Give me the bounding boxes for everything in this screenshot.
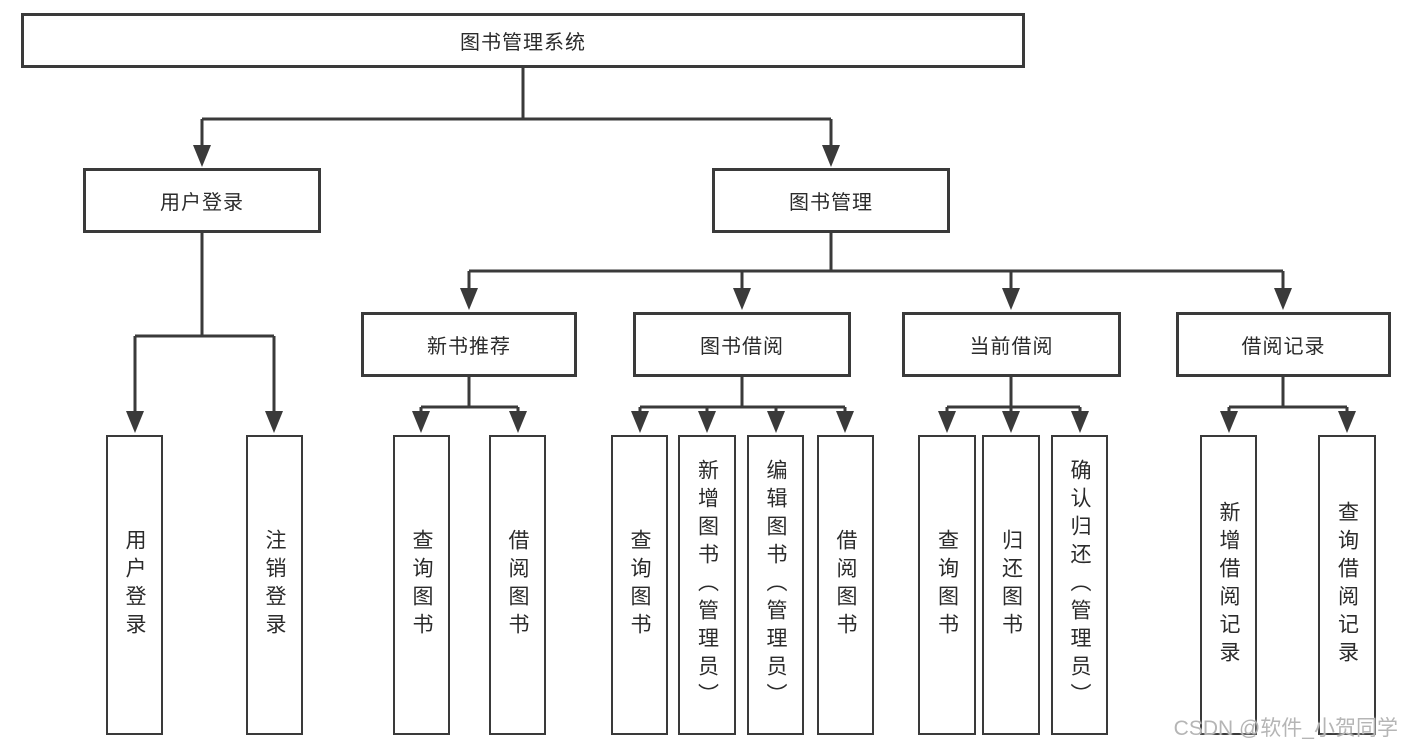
node-user-login: 用户登录 [83, 168, 321, 233]
node-label: 用户登录 [160, 192, 244, 214]
csdn-watermark: CSDN @软件_小贺同学 [1173, 717, 1398, 740]
arrowhead-icon [822, 145, 840, 167]
node-library-management-system: 图书管理系统 [21, 13, 1025, 68]
node-query-books-current: 查询图书 [918, 435, 976, 735]
connector-current-borrow-branch [945, 377, 1082, 416]
connector-user-login-branch [133, 233, 276, 416]
node-label: 借阅图书 [834, 529, 857, 641]
node-label: 借阅图书 [506, 529, 529, 641]
node-label: 查询图书 [410, 529, 433, 641]
node-new-book-recommend: 新书推荐 [361, 312, 577, 377]
node-label: 当前借阅 [969, 336, 1054, 358]
node-label: 确认归还（管理员） [1068, 459, 1091, 711]
node-borrow-books-recommend: 借阅图书 [489, 435, 546, 735]
node-add-borrow-record: 新增借阅记录 [1200, 435, 1257, 735]
node-label: 新书推荐 [427, 336, 511, 358]
connector-borrow-record-branch [1227, 377, 1349, 416]
arrowhead-icon [509, 411, 527, 433]
node-label: 归还图书 [999, 529, 1023, 641]
node-query-borrow-record: 查询借阅记录 [1318, 435, 1376, 735]
connector-book-borrow-branch [638, 377, 847, 416]
arrowhead-icon [193, 145, 211, 167]
node-book-management: 图书管理 [712, 168, 950, 233]
node-label: 注销登录 [263, 529, 286, 641]
arrowhead-icon [938, 411, 956, 433]
node-query-books-recommend: 查询图书 [393, 435, 450, 735]
arrowhead-icon [1274, 288, 1292, 310]
connector-new-book-branch [419, 377, 520, 416]
node-label: 查询图书 [628, 529, 651, 641]
node-label: 新增图书（管理员） [695, 459, 719, 711]
node-label: 用户登录 [123, 529, 146, 641]
arrowhead-icon [733, 288, 751, 310]
arrowhead-icon [1220, 411, 1238, 433]
node-confirm-return-admin: 确认归还（管理员） [1051, 435, 1108, 735]
node-label: 编辑图书（管理员） [764, 459, 787, 711]
node-book-borrow: 图书借阅 [633, 312, 851, 377]
node-query-books-borrow: 查询图书 [611, 435, 668, 735]
arrowhead-icon [1002, 411, 1020, 433]
connector-book-management-branch [467, 233, 1285, 293]
arrowhead-icon [836, 411, 854, 433]
node-label: 借阅记录 [1241, 336, 1326, 358]
arrowhead-icon [698, 411, 716, 433]
arrowhead-icon [1002, 288, 1020, 310]
arrowhead-icon [265, 411, 283, 433]
node-return-books: 归还图书 [982, 435, 1040, 735]
node-label: 图书管理 [789, 192, 873, 214]
arrowhead-icon [631, 411, 649, 433]
node-label: 新增借阅记录 [1217, 501, 1240, 669]
node-label: 图书借阅 [700, 336, 784, 358]
arrowhead-icon [126, 411, 144, 433]
node-label: 查询借阅记录 [1335, 501, 1359, 669]
arrowhead-icon [767, 411, 785, 433]
arrowhead-icon [1071, 411, 1089, 433]
node-label: 图书管理系统 [460, 32, 586, 54]
node-borrow-records: 借阅记录 [1176, 312, 1391, 377]
node-edit-books-admin: 编辑图书（管理员） [747, 435, 804, 735]
node-logout-leaf: 注销登录 [246, 435, 303, 735]
node-current-borrow: 当前借阅 [902, 312, 1121, 377]
node-borrow-books-leaf: 借阅图书 [817, 435, 874, 735]
node-add-books-admin: 新增图书（管理员） [678, 435, 736, 735]
arrowhead-icon [1338, 411, 1356, 433]
arrowhead-icon [460, 288, 478, 310]
node-user-login-leaf: 用户登录 [106, 435, 163, 735]
node-label: 查询图书 [935, 529, 959, 641]
arrowhead-icon [412, 411, 430, 433]
connector-root-to-level2 [200, 68, 833, 150]
